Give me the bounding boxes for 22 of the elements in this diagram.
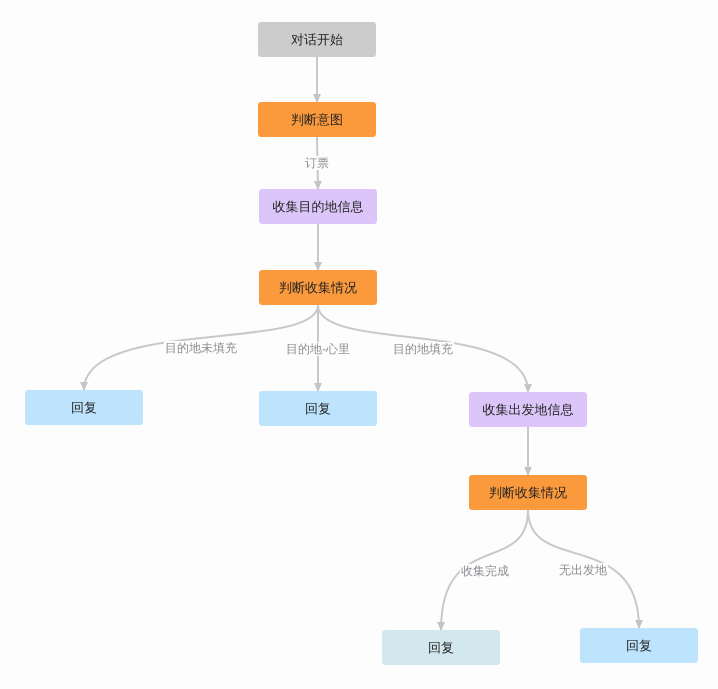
- arrow: [314, 224, 322, 271]
- arrow: [313, 57, 321, 103]
- process-box: 回复: [25, 390, 143, 425]
- process-box: 回复: [259, 391, 377, 426]
- edge-label: 订票: [304, 156, 330, 170]
- arrow: [524, 427, 532, 476]
- process-box: 收集出发地信息: [469, 392, 587, 427]
- edge-label: 收集完成: [460, 564, 510, 578]
- process-box: 判断收集情况: [469, 475, 587, 510]
- process-box: 判断意图: [258, 102, 376, 137]
- arrow: [82, 304, 319, 391]
- process-box: 对话开始: [258, 22, 376, 57]
- process-box: 收集目的地信息: [259, 189, 377, 224]
- process-box: 判断收集情况: [259, 270, 377, 305]
- arrow: [317, 304, 530, 393]
- arrow: [527, 510, 642, 629]
- edge-label: 无出发地: [558, 563, 608, 577]
- edge-label: 目的地-心里: [285, 342, 351, 356]
- edge-label: 目的地未填充: [164, 341, 238, 355]
- process-box: 回复: [580, 628, 698, 663]
- process-box: 回复: [382, 630, 500, 665]
- edge-label: 目的地填充: [392, 342, 454, 356]
